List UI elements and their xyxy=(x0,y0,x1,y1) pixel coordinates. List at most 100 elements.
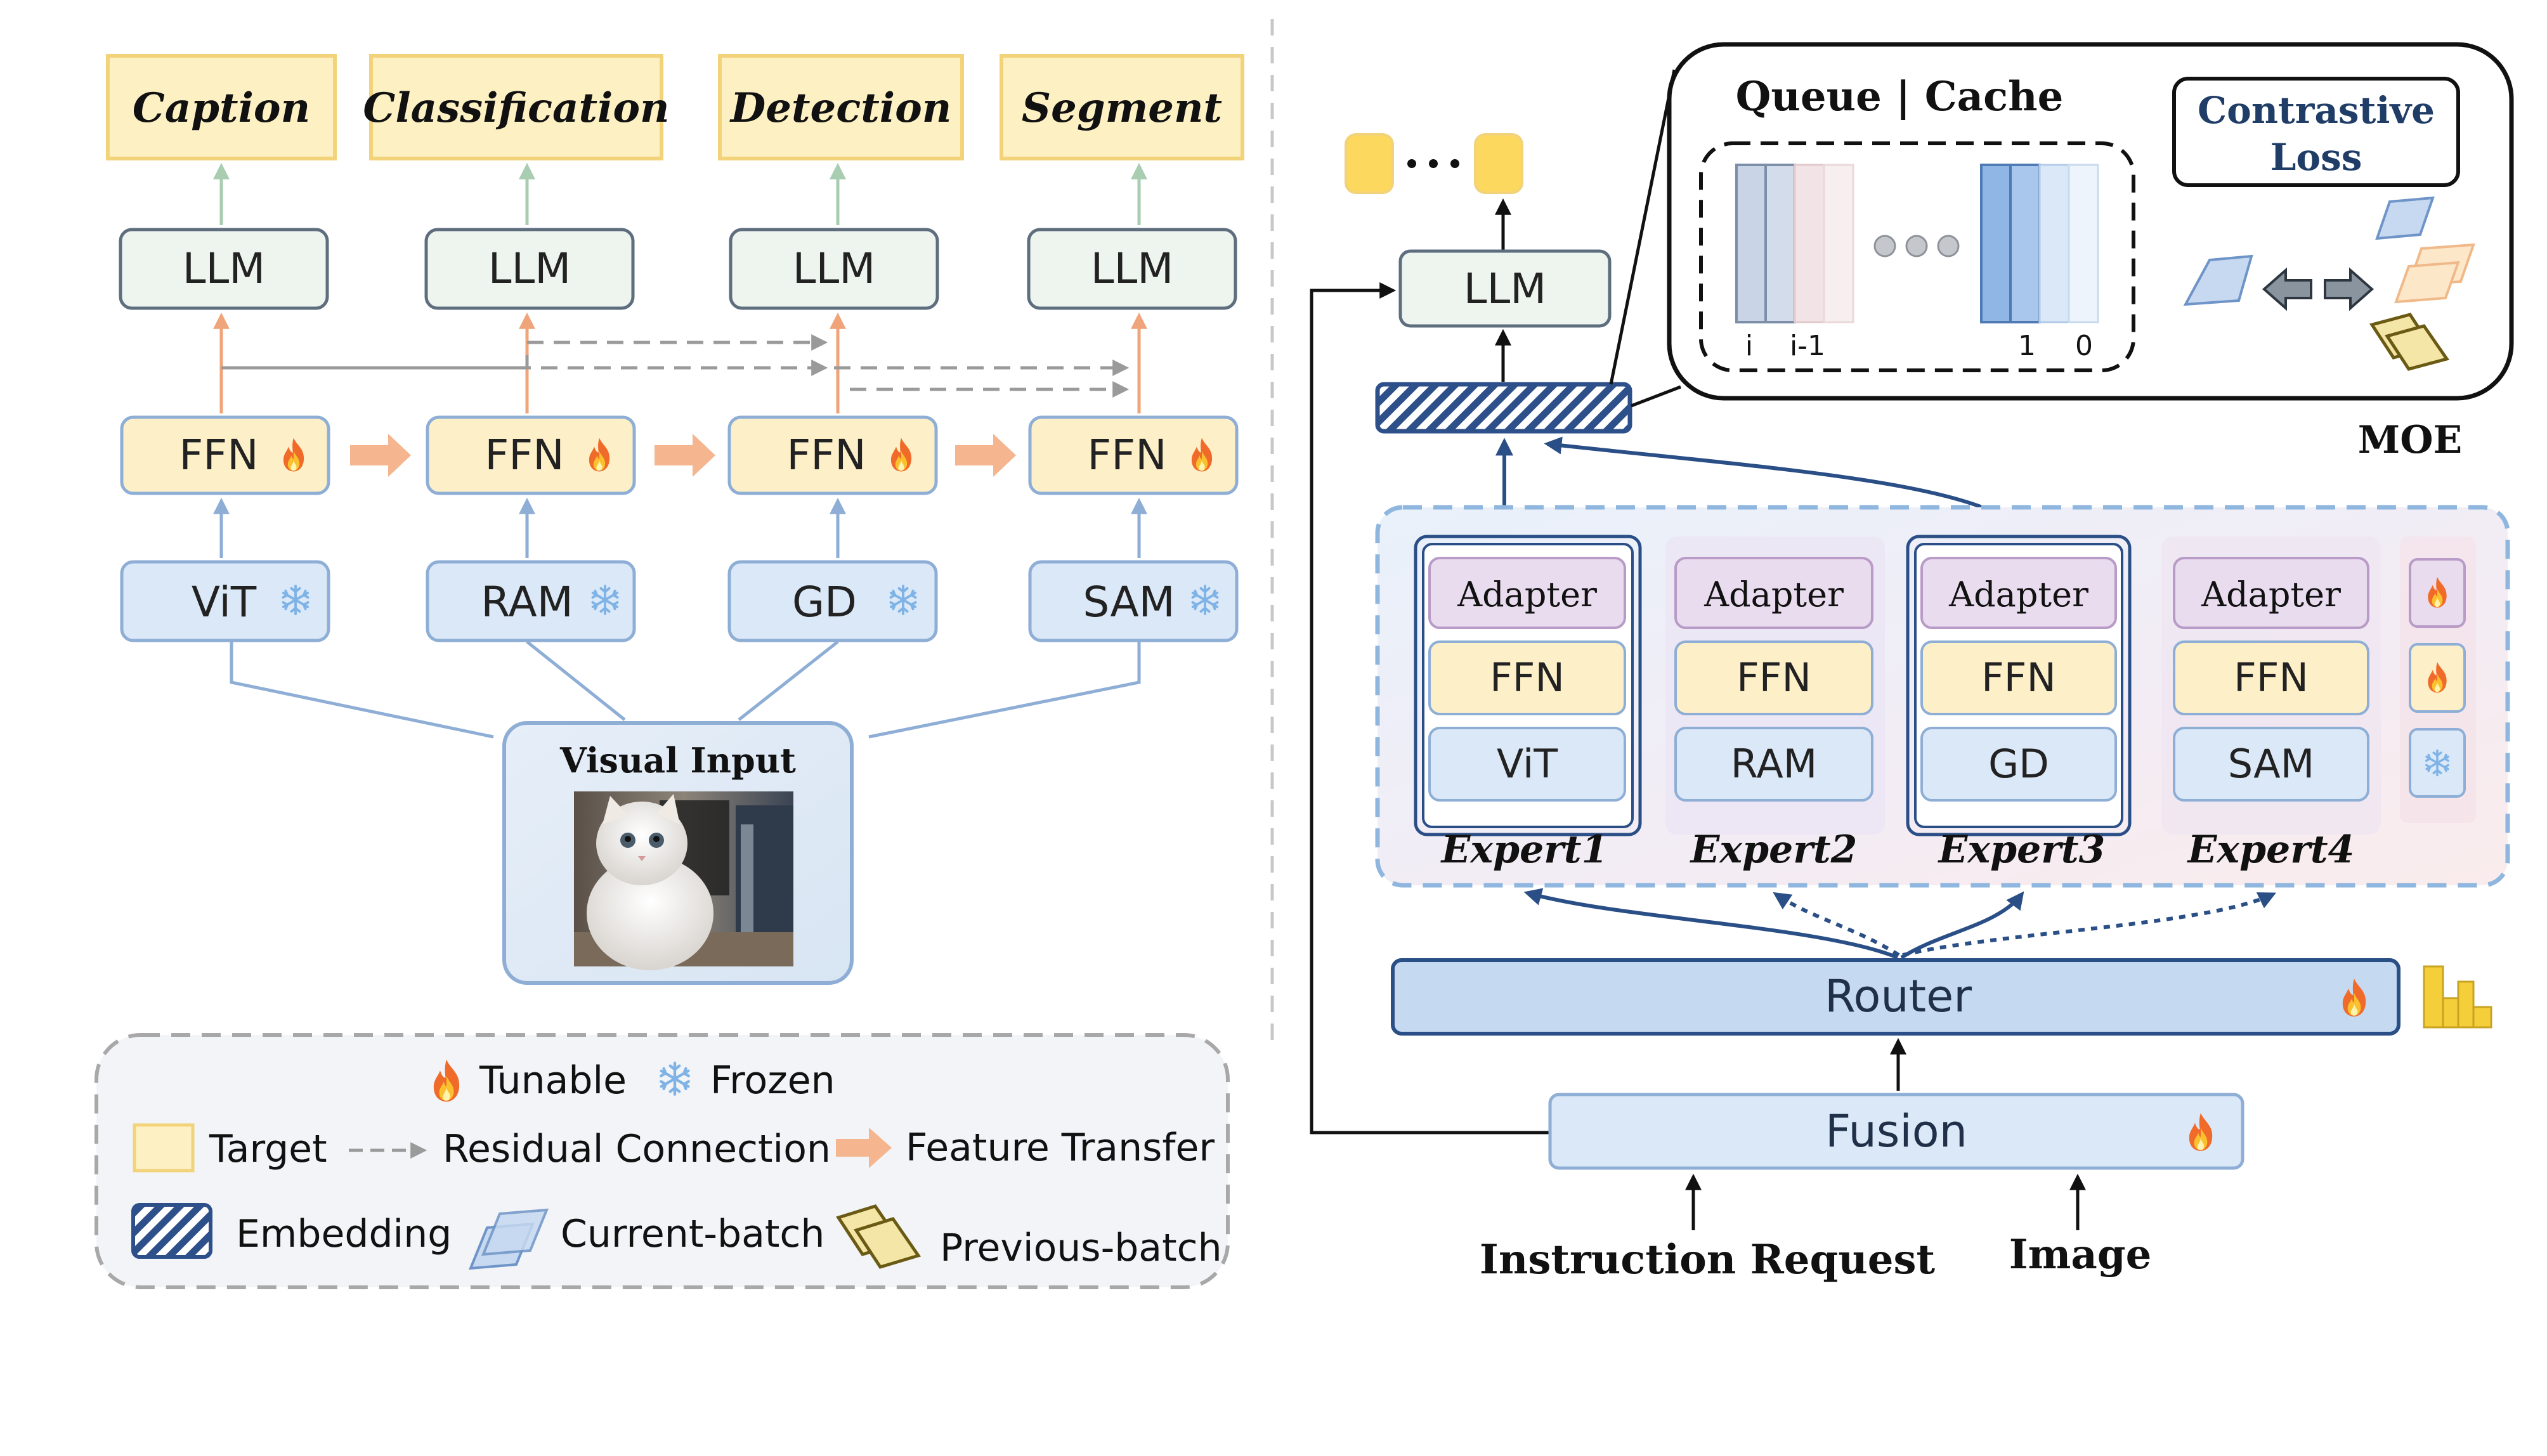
llm-label: LLM xyxy=(1091,244,1174,293)
queue-index-label: i xyxy=(1745,330,1753,362)
expert-encoder-label: ViT xyxy=(1497,741,1558,787)
current-batch-shape xyxy=(2375,196,2435,240)
ffn-label: FFN xyxy=(1087,431,1166,479)
left-panel: Caption Classification Detection Segment… xyxy=(94,54,1244,1289)
legend-embedding-swatch xyxy=(131,1203,212,1259)
right-llm-label: LLM xyxy=(1464,264,1547,313)
expert-name: Expert4 xyxy=(2187,828,2355,872)
contrastive-loss-box xyxy=(2172,77,2460,187)
expert-encoder-label: GD xyxy=(1988,741,2049,787)
fusion-box xyxy=(1548,1093,2244,1170)
legend-tunable-label: Tunable xyxy=(479,1058,627,1103)
queue-connector-top xyxy=(1609,69,1676,385)
ffn-label: FFN xyxy=(485,431,564,479)
expert-encoder-label: RAM xyxy=(1731,741,1817,787)
queue-connector-bottom xyxy=(1631,385,1681,408)
legend-target-swatch xyxy=(133,1123,195,1173)
expert-name: Expert2 xyxy=(1690,828,1858,872)
expert-adapter-label: Adapter xyxy=(1703,575,1844,614)
bar-chart-icon xyxy=(2423,965,2492,1029)
llm-box-2 xyxy=(424,228,635,310)
ffn-label: FFN xyxy=(786,431,866,479)
legend-feature-transfer-swatch xyxy=(836,1128,892,1168)
router-to-expert-arrows xyxy=(1523,888,2277,959)
visual-input-card: Visual Input xyxy=(502,721,854,985)
embedding-bar xyxy=(1375,382,1632,434)
expert-adapter-label: Adapter xyxy=(1948,575,2088,614)
legend-previous-batch-swatch xyxy=(836,1204,922,1269)
queue-index-label: 1 xyxy=(2018,330,2036,362)
encoder-box-sam xyxy=(1028,560,1239,642)
queue-title: Queue | Cache xyxy=(1736,73,2064,120)
task-box-classification xyxy=(369,54,663,160)
llm-box-3 xyxy=(729,228,939,310)
moe-label: MOE xyxy=(2358,418,2462,462)
queue-index-label: 0 xyxy=(2075,330,2093,362)
encoder-label-vit: ViT xyxy=(192,578,257,627)
expert-name: Expert1 xyxy=(1440,828,1608,872)
left-ffn-row: FFN FFN FFN FFN xyxy=(120,415,1239,495)
task-targets: Caption Classification Detection Segment xyxy=(106,54,1244,160)
residual-connections xyxy=(221,334,1130,398)
expert-ffn-label: FFN xyxy=(1981,654,2056,701)
encoder-box-vit xyxy=(120,560,330,642)
ellipsis-dot xyxy=(1937,235,1960,257)
previous-batch-shape xyxy=(2385,324,2450,371)
fusion-label: Fusion xyxy=(1825,1105,1967,1157)
legend-target-label: Target xyxy=(209,1127,327,1171)
legend-current-batch-swatch xyxy=(468,1208,549,1270)
legend-previous-batch-label: Previous-batch xyxy=(940,1226,1222,1270)
expert-adapter-label: Adapter xyxy=(2201,575,2341,614)
ffn-box-3 xyxy=(727,415,938,495)
encoder-to-ffn-arrows xyxy=(213,497,1147,558)
left-llm-row: LLM LLM LLM LLM xyxy=(119,228,1237,310)
expert-encoder-label: SAM xyxy=(2228,741,2314,787)
ellipsis-dot xyxy=(1905,235,1928,257)
expert-trainability-column xyxy=(2400,536,2476,823)
contrast-arrow-left xyxy=(2262,267,2312,311)
encoder-label-sam: SAM xyxy=(1083,578,1175,627)
right-llm-box xyxy=(1398,249,1612,328)
task-label-segment: Segment xyxy=(1022,84,1222,132)
image-input-label: Image xyxy=(2009,1231,2152,1278)
fusion-to-llm-skip-arrow xyxy=(1310,282,1549,1134)
llm-box-4 xyxy=(1027,228,1237,310)
ffn-to-llm-arrows xyxy=(213,312,1147,413)
llm-label: LLM xyxy=(793,244,876,293)
legend-residual-label: Residual Connection xyxy=(443,1127,831,1171)
task-label-caption: Caption xyxy=(133,84,310,132)
visual-input-label: Visual Input xyxy=(559,740,796,781)
expert-ffn-label: FFN xyxy=(1736,654,1811,701)
queue-index-label: i-1 xyxy=(1790,330,1825,362)
expert-3: Adapter FFN GD xyxy=(1906,535,2132,836)
expert-adapter-label: Adapter xyxy=(1457,575,1597,614)
expert-name: Expert3 xyxy=(1938,828,2106,872)
contrast-arrow-right xyxy=(2324,267,2374,311)
ellipsis-dot xyxy=(1873,235,1896,257)
expert-ffn-label: FFN xyxy=(2234,654,2309,701)
ffn-box-4 xyxy=(1028,415,1239,495)
expert-4: Adapter FFN SAM xyxy=(2161,536,2381,835)
feature-transfer-arrows xyxy=(350,434,1016,477)
expert-ffn-label: FFN xyxy=(1490,654,1565,701)
expert-2: Adapter FFN RAM xyxy=(1665,536,1885,835)
llm-to-task-arrows xyxy=(213,162,1147,225)
task-label-classification: Classification xyxy=(363,84,669,132)
router-label: Router xyxy=(1825,970,1972,1022)
contrastive-loss-label-line2: Loss xyxy=(2270,136,2362,179)
llm-label: LLM xyxy=(183,244,266,293)
llm-box-1 xyxy=(119,228,329,310)
right-panel: LLM Queue | Cache xyxy=(1310,42,2514,1284)
visual-input-connectors xyxy=(230,640,1141,739)
llm-label: LLM xyxy=(488,244,571,293)
encoder-box-ram xyxy=(426,560,636,642)
task-label-detection: Detection xyxy=(729,84,952,132)
encoder-box-gd xyxy=(727,560,938,642)
legend-embedding-label: Embedding xyxy=(236,1212,452,1256)
legend-current-batch-label: Current-batch xyxy=(561,1212,824,1256)
queue-cache-panel: Queue | Cache i i-1 1 0 Contrastiv xyxy=(1667,42,2514,401)
legend-feature-transfer-label: Feature Transfer xyxy=(906,1126,1215,1170)
ffn-box-1 xyxy=(120,415,330,495)
task-box-segment xyxy=(1000,54,1244,160)
